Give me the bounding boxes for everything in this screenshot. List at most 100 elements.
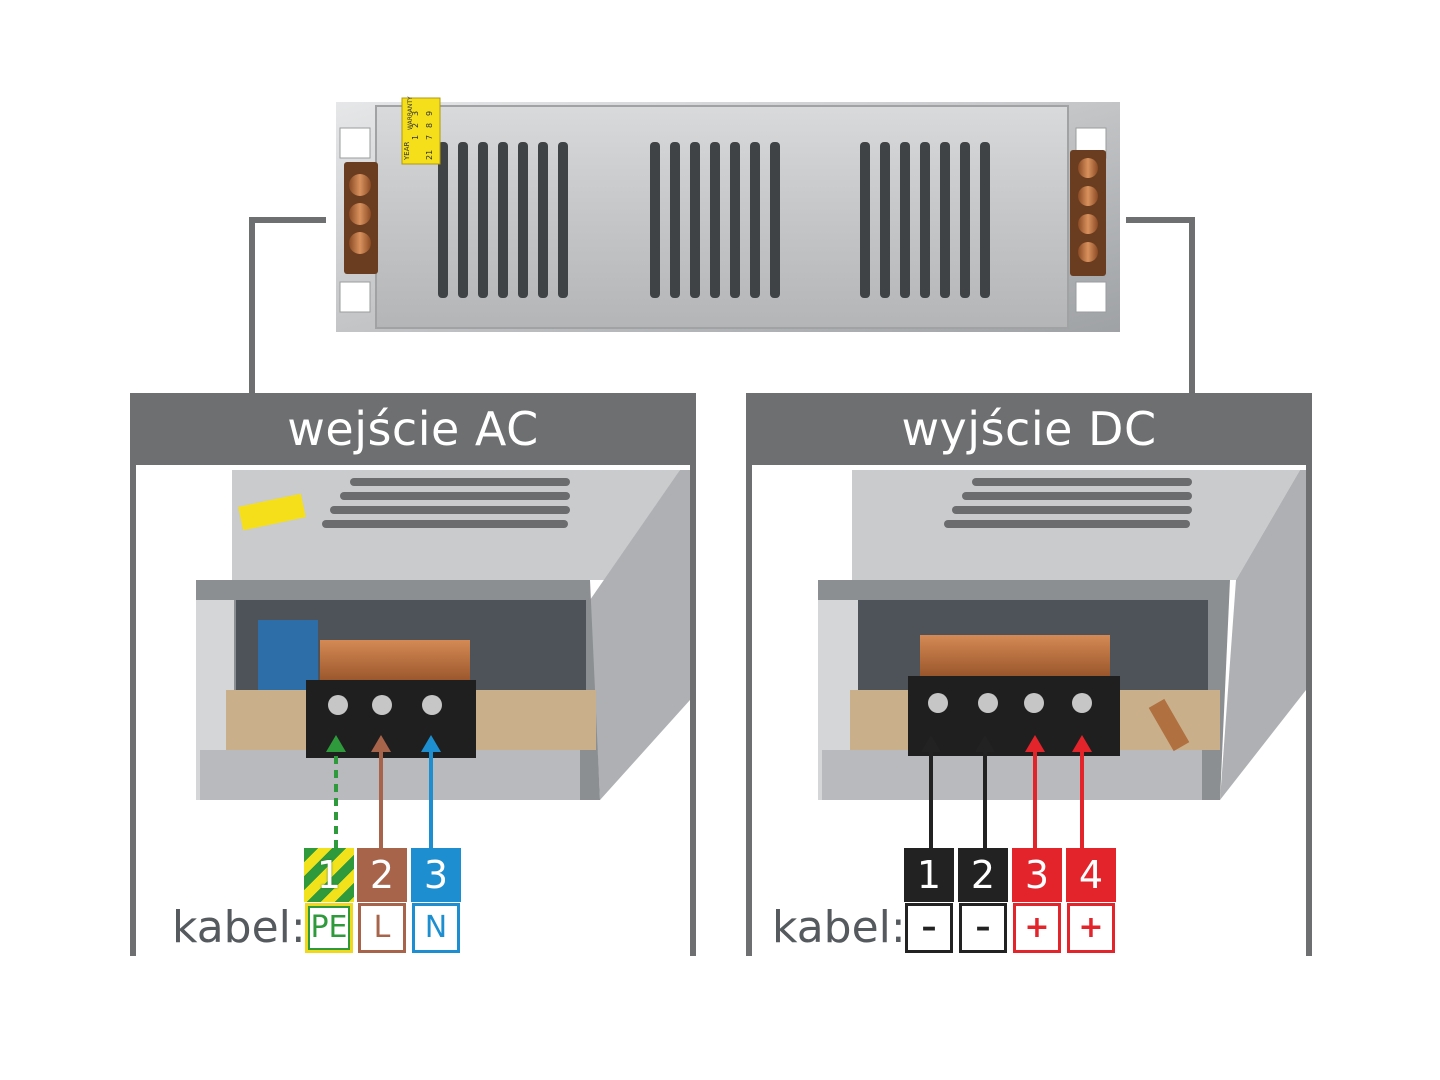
terminal-code: N <box>412 903 460 953</box>
screw-icon <box>349 203 371 225</box>
psu-cover <box>375 105 1069 329</box>
terminal-number: 1 <box>904 848 954 902</box>
dc-title-bar <box>746 393 1312 465</box>
vent-slot <box>350 478 570 486</box>
minus-arrowhead-2 <box>975 735 995 752</box>
terminal-code: – <box>959 903 1007 953</box>
terminal-number: 3 <box>1012 848 1062 902</box>
psu-bottom-edge <box>200 750 580 800</box>
vent-slot <box>650 142 660 298</box>
screw-icon <box>978 693 998 713</box>
warranty-label-year: YEAR <box>403 142 411 161</box>
screw-icon <box>1078 158 1098 178</box>
terminal-number: 2 <box>958 848 1008 902</box>
n-arrowhead <box>421 735 441 752</box>
vent-slot <box>730 142 740 298</box>
screw-icon <box>928 693 948 713</box>
vent-slot <box>330 506 570 514</box>
dc-panel-frame <box>746 393 1312 956</box>
vent-slot <box>880 142 890 298</box>
ac-closeup-photo <box>196 470 690 800</box>
vent-slots <box>944 478 1192 528</box>
frame-side <box>1306 465 1312 956</box>
pe-arrowhead <box>326 735 346 752</box>
dc-output-title: wyjście DC <box>901 402 1157 456</box>
terminal-code: + <box>1067 903 1115 953</box>
vent-slot <box>980 142 990 298</box>
frame-side <box>690 465 696 956</box>
warranty-label-num: 8 <box>425 123 434 128</box>
vent-slot <box>940 142 950 298</box>
minus-arrowhead-1 <box>921 735 941 752</box>
screw-icon <box>328 695 348 715</box>
dc-cable-label: kabel: <box>772 902 906 953</box>
vent-slot <box>710 142 720 298</box>
warranty-label-num: 9 <box>425 111 434 116</box>
dc-terminal-plus-2: 4 + <box>1066 848 1116 956</box>
ac-input-title: wejście AC <box>287 402 539 456</box>
terminal-number: 3 <box>411 848 461 902</box>
dc-closeup-photo <box>818 470 1306 800</box>
terminal-code: L <box>358 903 406 953</box>
vent-slot <box>538 142 548 298</box>
terminal-number: 4 <box>1066 848 1116 902</box>
vent-slot <box>770 142 780 298</box>
screw-icon <box>1024 693 1044 713</box>
plus-arrowhead-2 <box>1072 735 1092 752</box>
psu-top-view: YEAR 1 2 3 21 7 8 9 WARRANTY <box>336 96 1120 332</box>
psu-bottom-edge <box>822 750 1202 800</box>
screw-icon <box>1078 186 1098 206</box>
mount-tab <box>1075 281 1107 313</box>
dc-terminal-minus-2: 2 – <box>958 848 1008 956</box>
ac-title-bar <box>130 393 696 465</box>
mount-tab <box>339 281 371 313</box>
terminal-code: – <box>905 903 953 953</box>
dc-terminal-minus-1: 1 – <box>904 848 954 956</box>
vent-slot <box>962 492 1192 500</box>
vent-slot <box>518 142 528 298</box>
warranty-label-num: 2 <box>411 123 420 128</box>
warranty-label-num: 7 <box>425 135 434 140</box>
ac-terminal-pe: 1 PE <box>304 848 354 956</box>
terminal-number: 2 <box>357 848 407 902</box>
vent-slot <box>340 492 570 500</box>
warranty-label-num: 21 <box>425 150 434 160</box>
capacitor <box>258 620 318 690</box>
vent-slot <box>920 142 930 298</box>
vent-slot <box>322 520 568 528</box>
vent-slot <box>972 478 1192 486</box>
vent-slot <box>458 142 468 298</box>
dc-connector-line <box>1126 217 1195 393</box>
screw-icon <box>349 232 371 254</box>
ac-connector-line <box>249 217 326 393</box>
screw-icon <box>1078 242 1098 262</box>
psu-vents <box>438 142 990 298</box>
vent-slot <box>960 142 970 298</box>
psu-side <box>590 470 690 800</box>
vent-slot <box>670 142 680 298</box>
frame-side <box>746 465 752 956</box>
vent-slot <box>478 142 488 298</box>
ac-panel-frame <box>130 393 696 956</box>
terminal-code: + <box>1013 903 1061 953</box>
vent-slot <box>558 142 568 298</box>
screw-icon <box>349 174 371 196</box>
warranty-label-num: 3 <box>411 111 420 116</box>
screw-icon <box>1072 693 1092 713</box>
vent-slot <box>750 142 760 298</box>
dc-terminal-plus-1: 3 + <box>1012 848 1062 956</box>
vent-slot <box>690 142 700 298</box>
ac-terminal-l: 2 L <box>357 848 407 956</box>
warranty-label-small <box>238 493 306 531</box>
vent-slot <box>952 506 1192 514</box>
ac-cable-label: kabel: <box>172 902 306 953</box>
psu-side <box>1220 470 1306 800</box>
resistor <box>1148 698 1190 752</box>
vent-slot <box>860 142 870 298</box>
vent-slot <box>438 142 448 298</box>
screw-icon <box>1078 214 1098 234</box>
warranty-label-num: 1 <box>411 135 420 140</box>
warranty-label <box>401 97 441 165</box>
frame-side <box>130 465 136 956</box>
